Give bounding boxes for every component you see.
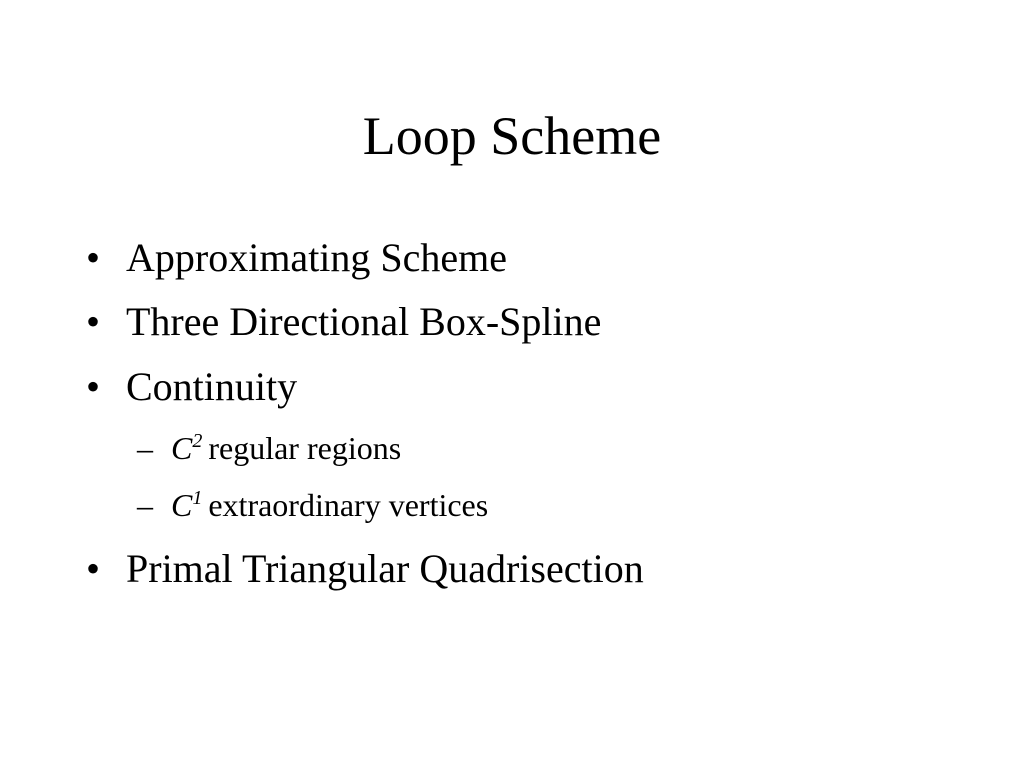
continuity-order: 1 <box>192 487 203 510</box>
slide-title: Loop Scheme <box>362 106 662 166</box>
bullet-text: Primal Triangular Quadrisection <box>126 546 644 591</box>
bullet-text: Continuity <box>126 364 298 409</box>
bullet-text: Three Directional Box-Spline <box>126 299 602 344</box>
bullet-marker: • <box>86 364 101 409</box>
bullet-marker: • <box>86 546 101 591</box>
continuity-symbol: C <box>171 487 193 523</box>
bullet-marker: • <box>86 299 101 344</box>
bullet-marker: • <box>86 235 101 280</box>
continuity-order: 2 <box>192 430 203 453</box>
sub-bullet-text: regular regions <box>208 430 402 466</box>
continuity-symbol: C <box>171 430 193 466</box>
bullet-text: Approximating Scheme <box>126 235 508 280</box>
sub-bullet-text: extraordinary vertices <box>208 487 489 523</box>
sub-bullet-marker: – <box>137 487 153 523</box>
sub-bullet-marker: – <box>137 430 153 466</box>
